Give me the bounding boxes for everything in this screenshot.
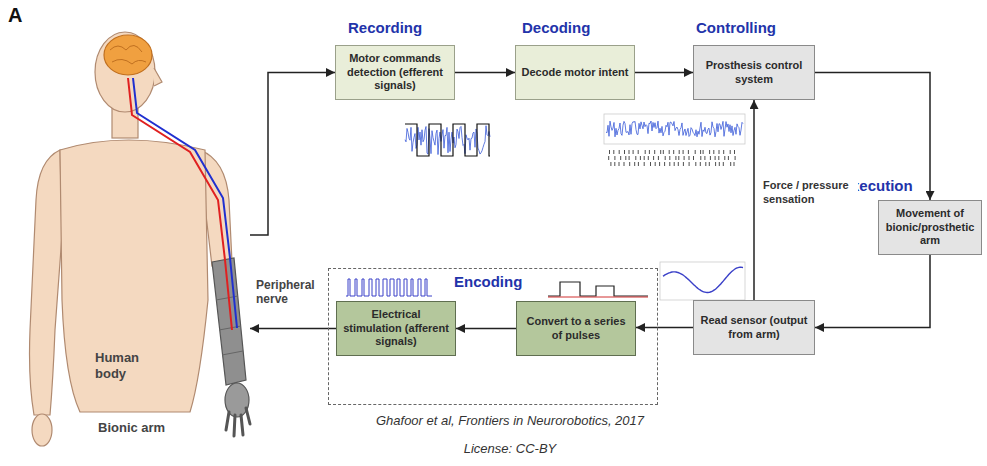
human-figure	[30, 32, 251, 446]
process-box: DecodingDecode motor intent	[515, 45, 635, 100]
edge-label: Force / pressure sensation	[763, 178, 858, 207]
citation-caption: Ghafoor et al, Frontiers in Neurorobotic…	[250, 413, 770, 429]
efferent-nerve	[133, 78, 237, 328]
flow-arrow	[636, 327, 693, 329]
dashed-group: Electrical stimulation (afferent signals…	[328, 268, 658, 405]
stage-heading: Recording	[348, 19, 422, 37]
pulse-baseline	[548, 297, 648, 298]
square-signal	[405, 124, 490, 156]
box-text: Electrical stimulation (afferent signals…	[337, 304, 455, 353]
bionic-forearm	[212, 258, 246, 385]
flow-arrow	[250, 73, 335, 236]
pulse-train	[346, 279, 432, 296]
stage-heading: Decoding	[522, 19, 590, 37]
process-box: Convert to a series of pulses	[516, 301, 636, 356]
torso	[60, 140, 208, 412]
plot-frame	[660, 262, 745, 300]
process-box: Read sensor (output from arm)	[693, 300, 815, 355]
brain-folds	[110, 45, 146, 64]
afferent-nerve	[128, 78, 232, 330]
flow-arrow	[456, 328, 516, 330]
sensor-signal	[663, 267, 743, 292]
box-text: Motor commands detection (efferent signa…	[336, 48, 454, 97]
brain	[104, 35, 152, 75]
human-body-figure: Human body	[10, 15, 250, 415]
box-text: Movement of bionic/prosthetic arm	[879, 203, 981, 252]
stage-heading: Human body	[95, 350, 147, 381]
decoded-signal	[606, 121, 743, 137]
process-box: RecordingMotor commands detection (effer…	[335, 45, 455, 100]
head	[95, 32, 155, 112]
left-arm	[30, 150, 63, 415]
left-hand	[32, 414, 52, 446]
process-box: Electrical stimulation (afferent signals…	[336, 301, 456, 356]
nose	[154, 68, 162, 86]
arm-label: Bionic arm	[98, 420, 165, 436]
box-text: Prosthesis control system	[694, 55, 814, 91]
stage-heading: Encoding	[454, 273, 522, 291]
flow-arrow	[250, 328, 336, 330]
spike-trains	[609, 150, 735, 166]
bionic-fingers	[226, 408, 250, 436]
nerve-label: Peripheral nerve	[256, 278, 318, 307]
pulse-shape	[548, 282, 648, 296]
stage-heading: Controlling	[696, 19, 776, 37]
process-box: ExecutionMovement of bionic/prosthetic a…	[878, 200, 982, 255]
process-box: ControllingProsthesis control system	[693, 45, 815, 100]
flow-arrow	[455, 72, 515, 74]
signal-plots	[346, 114, 745, 300]
plot-frame	[604, 114, 745, 144]
flow-arrow	[753, 100, 755, 300]
box-text: Read sensor (output from arm)	[694, 310, 814, 346]
panel-letter: A	[8, 4, 22, 26]
flow-arrow	[815, 255, 930, 328]
box-text: Convert to a series of pulses	[517, 311, 635, 347]
license-note: License: CC-BY	[250, 441, 770, 457]
box-text: Decode motor intent	[516, 62, 634, 84]
flow-arrow	[635, 72, 693, 74]
